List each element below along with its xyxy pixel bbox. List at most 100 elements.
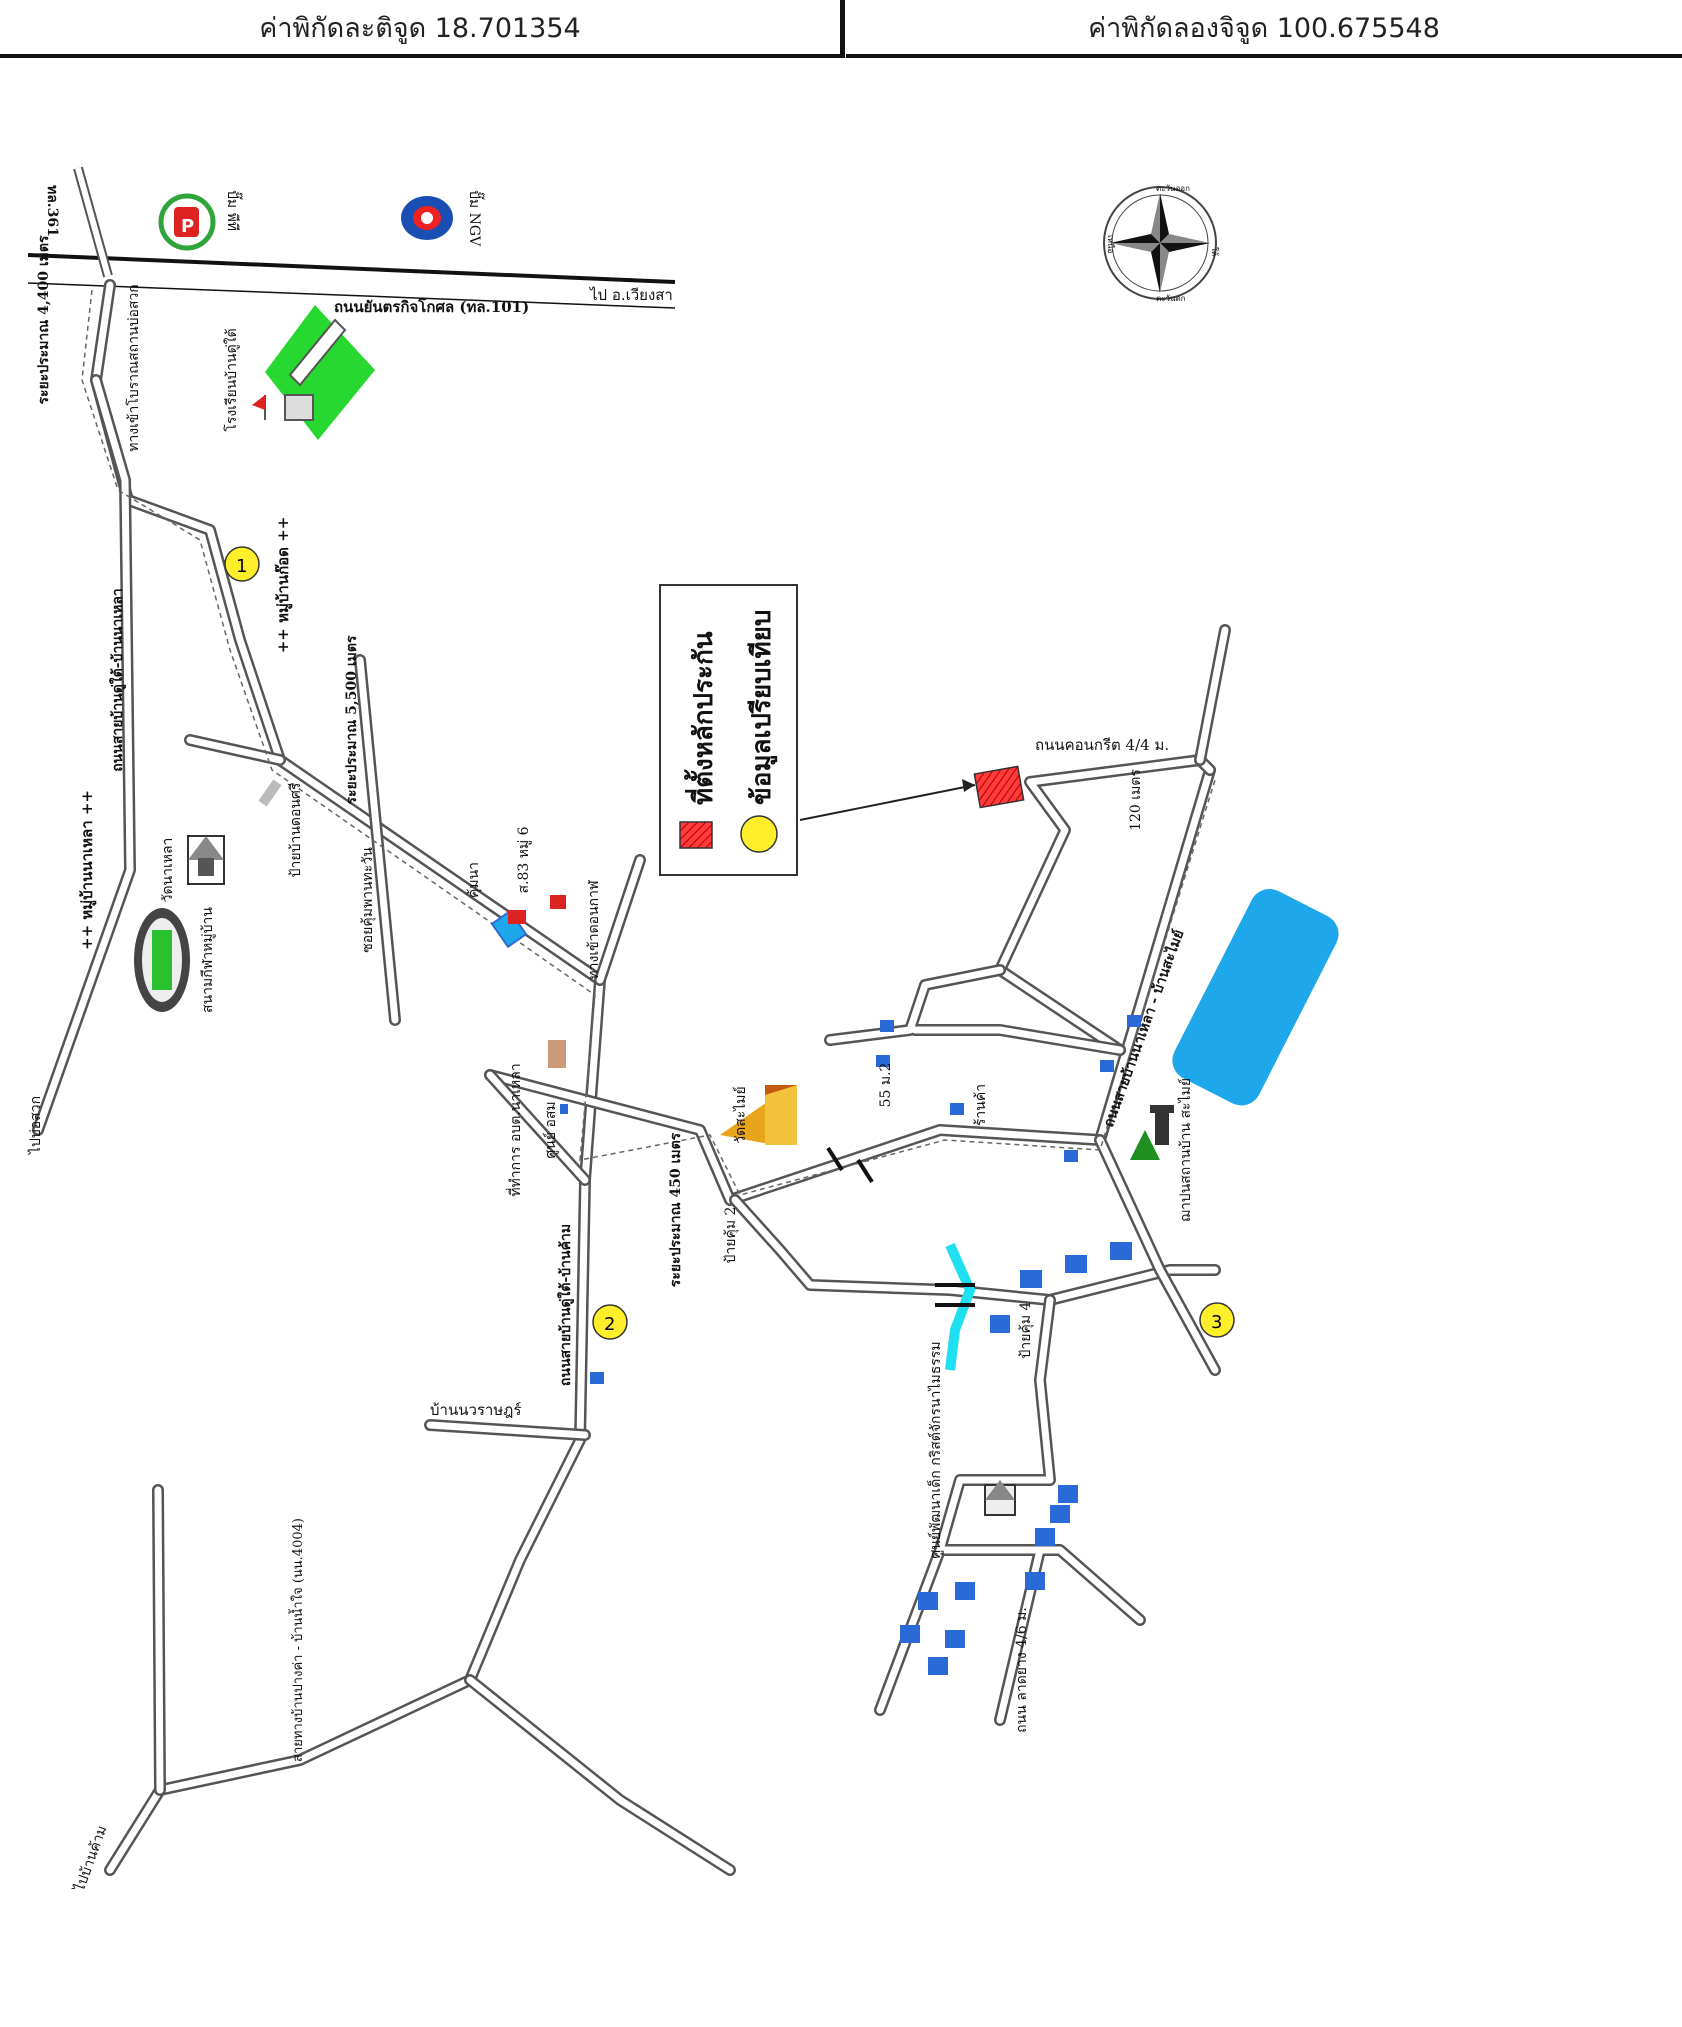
- road-forest-south-inner: [1096, 1136, 1219, 1374]
- house-icon: [1110, 1242, 1132, 1260]
- collateral-pointer: [799, 784, 976, 821]
- map-labels: ทล.361 ปั๊ม พีที ปั๊ม NGV ถนนยันตรกิจโกศ…: [27, 185, 1194, 1895]
- label-to-wiang-sa: ไป อ.เวียงสา: [589, 286, 673, 304]
- label-district-office: ที่ทำการ อบต.นาเหลา: [506, 1063, 524, 1196]
- legend-location-text: ที่ตั้งหลักประกัน: [683, 631, 719, 805]
- house-icon: [1058, 1485, 1078, 1503]
- label-shop: ร้านค้า: [973, 1084, 989, 1126]
- legend-location-swatch: [679, 821, 713, 849]
- compass-label-e: ตะวันออก: [1156, 184, 1190, 193]
- church-icon: [984, 1480, 1016, 1516]
- road-north-fork-inner: [1196, 626, 1229, 764]
- house-icon: [1127, 1015, 1141, 1027]
- label-distance-4400: ระยะประมาณ 4,400 เมตร: [36, 235, 52, 404]
- road-na-chao-inner: [34, 376, 134, 1134]
- small-shop-icon: [560, 1104, 568, 1114]
- road-norawa-inner: [426, 1421, 589, 1439]
- bridges: [826, 1146, 975, 1307]
- label-to-bo-suak: ไปบ่อสวก: [27, 1096, 44, 1155]
- wat-sa-sai-icon: [720, 1085, 797, 1145]
- label-distance-5500: ระยะประมาณ 5,500 เมตร: [344, 635, 360, 804]
- health-center-icon: [548, 1040, 566, 1068]
- label-sign-khum-2: ป้ายคุ้ม 2: [723, 1207, 739, 1264]
- collateral-pointer-head: [962, 779, 975, 792]
- pond-shape: [1172, 889, 1339, 1106]
- road-network: [27, 166, 1231, 1876]
- house-icon: [955, 1582, 975, 1600]
- label-to-ban-kham: ไปบ้านค้าม: [71, 1823, 111, 1894]
- road-du-tai-west-inner: [486, 1071, 589, 1184]
- label-dist-120: 120 เมตร: [1128, 769, 1144, 831]
- label-house-83: ส.83 หมู่ 6: [516, 826, 532, 893]
- house-icon: [1100, 1060, 1114, 1072]
- label-wat-na-chao: วัดนาเหลา: [160, 838, 176, 903]
- svg-text:P: P: [181, 216, 194, 237]
- label-sor-phan: ซอยคุ้มพานทะวัน: [360, 847, 376, 953]
- compass-label-w: ตะวันตก: [1156, 294, 1186, 303]
- house-icon: [1025, 1572, 1045, 1590]
- compass-label-s: ใต้: [1210, 247, 1219, 256]
- legend-comparable-swatch: [740, 815, 778, 853]
- comparable-marker-2: 2: [592, 1304, 628, 1340]
- comparable-marker-1: 1: [224, 546, 260, 582]
- house-red-icon: [508, 910, 526, 924]
- label-learning-center: ศูนย์พัฒนาเด็ก กริสต์จักรนาไมธรรม: [926, 1341, 944, 1558]
- road-main-south: [90, 279, 606, 1876]
- label-road-4-6: ถนน ลาดยาง 4/6 ม.: [1014, 1607, 1030, 1733]
- road-main-south-inner: [92, 281, 604, 1874]
- road-361-inner: [75, 167, 111, 277]
- label-road-concrete: ถนนคอนกรีต 4/4 ม.: [1035, 736, 1169, 754]
- house-icon: [1020, 1270, 1042, 1288]
- label-sign-55: 55 ม.2: [878, 1063, 894, 1108]
- house-icon: [990, 1315, 1010, 1333]
- marker-number: 1: [236, 556, 247, 577]
- label-road-du-tai-ban-kham: ถนนสายบ้านดู่ใต้-บ้านค้าม: [556, 1224, 574, 1386]
- label-road-sa-sai: ถนนสายบ้านนาเหลา - บ้านสะไมย์: [1099, 927, 1187, 1129]
- label-road-361: ทล.361: [44, 185, 60, 237]
- label-pt-station: ปั๊ม พีที: [224, 190, 243, 231]
- collateral-marker: [973, 765, 1025, 809]
- house-icon: [590, 1372, 604, 1384]
- label-main-highway: ถนนยันตรกิจโกศล (ทล.101): [334, 297, 529, 316]
- label-ban-norawa: บ้านนวราษฎร์: [430, 1401, 521, 1419]
- pt-station-icon: P: [158, 193, 216, 251]
- road-loop-east-inner: [826, 966, 1124, 1054]
- header-divider: [840, 0, 845, 58]
- house-icon: [1050, 1505, 1070, 1523]
- compass-rose: ตะวันออก ใต้ ตะวันตก เหนือ: [1103, 184, 1219, 303]
- label-ban-don-sri: ป้ายบ้านดอนศรี: [288, 782, 304, 877]
- forest-icon: [1130, 1105, 1174, 1160]
- comparable-marker-3: 3: [1199, 1302, 1235, 1338]
- label-ngv-station: ปั๊ม NGV: [466, 190, 485, 247]
- ngv-station-icon: [401, 196, 453, 240]
- latitude-label: ค่าพิกัดละติจูด 18.701354: [259, 12, 581, 44]
- house-icon: [928, 1657, 948, 1675]
- stream-shape: [945, 1242, 976, 1371]
- label-wat-sa-sai: วัดสะไมย์: [732, 1086, 749, 1144]
- highway-line: [27, 253, 676, 284]
- road-don-sri-inner: [186, 736, 284, 764]
- house-icon: [876, 1055, 890, 1067]
- longitude-label: ค่าพิกัดลองจิจูด 100.675548: [1088, 12, 1440, 44]
- legend-box: ที่ตั้งหลักประกัน ข้อมูลเปรียบเทียบ: [659, 584, 798, 876]
- marker-number: 2: [604, 1314, 615, 1335]
- label-kum-na: คุ้มนา: [466, 862, 482, 898]
- road-to-sa-sai-inner: [486, 766, 1214, 1204]
- label-village-na-chao: ++ หมู่บ้านนาเหลา ++: [78, 790, 97, 950]
- label-junction-old-station: ทางเข้าโบราณสถานบ่อสวก: [125, 284, 142, 452]
- house-icon: [1064, 1150, 1078, 1162]
- compass-label-n: เหนือ: [1106, 235, 1115, 253]
- house-icon: [945, 1630, 965, 1648]
- legend-comparable-text: ข้อมูลเปรียบเทียบ: [747, 610, 778, 805]
- house-icon: [900, 1625, 920, 1643]
- road-concrete-inner: [996, 756, 1214, 1054]
- label-sign-khum-4: ป้ายคุ้ม 4: [1018, 1301, 1034, 1358]
- label-village-kod: ++ หมู่บ้านก๊อด ++: [274, 517, 293, 654]
- road-bridge-south-inner: [731, 1196, 1219, 1304]
- house-icon: [918, 1592, 938, 1610]
- wat-na-chao-icon: [187, 835, 225, 885]
- house-icon: [950, 1103, 964, 1115]
- label-health-center: ศูนย์ อสม: [542, 1101, 559, 1158]
- header-rule-left: [0, 54, 840, 58]
